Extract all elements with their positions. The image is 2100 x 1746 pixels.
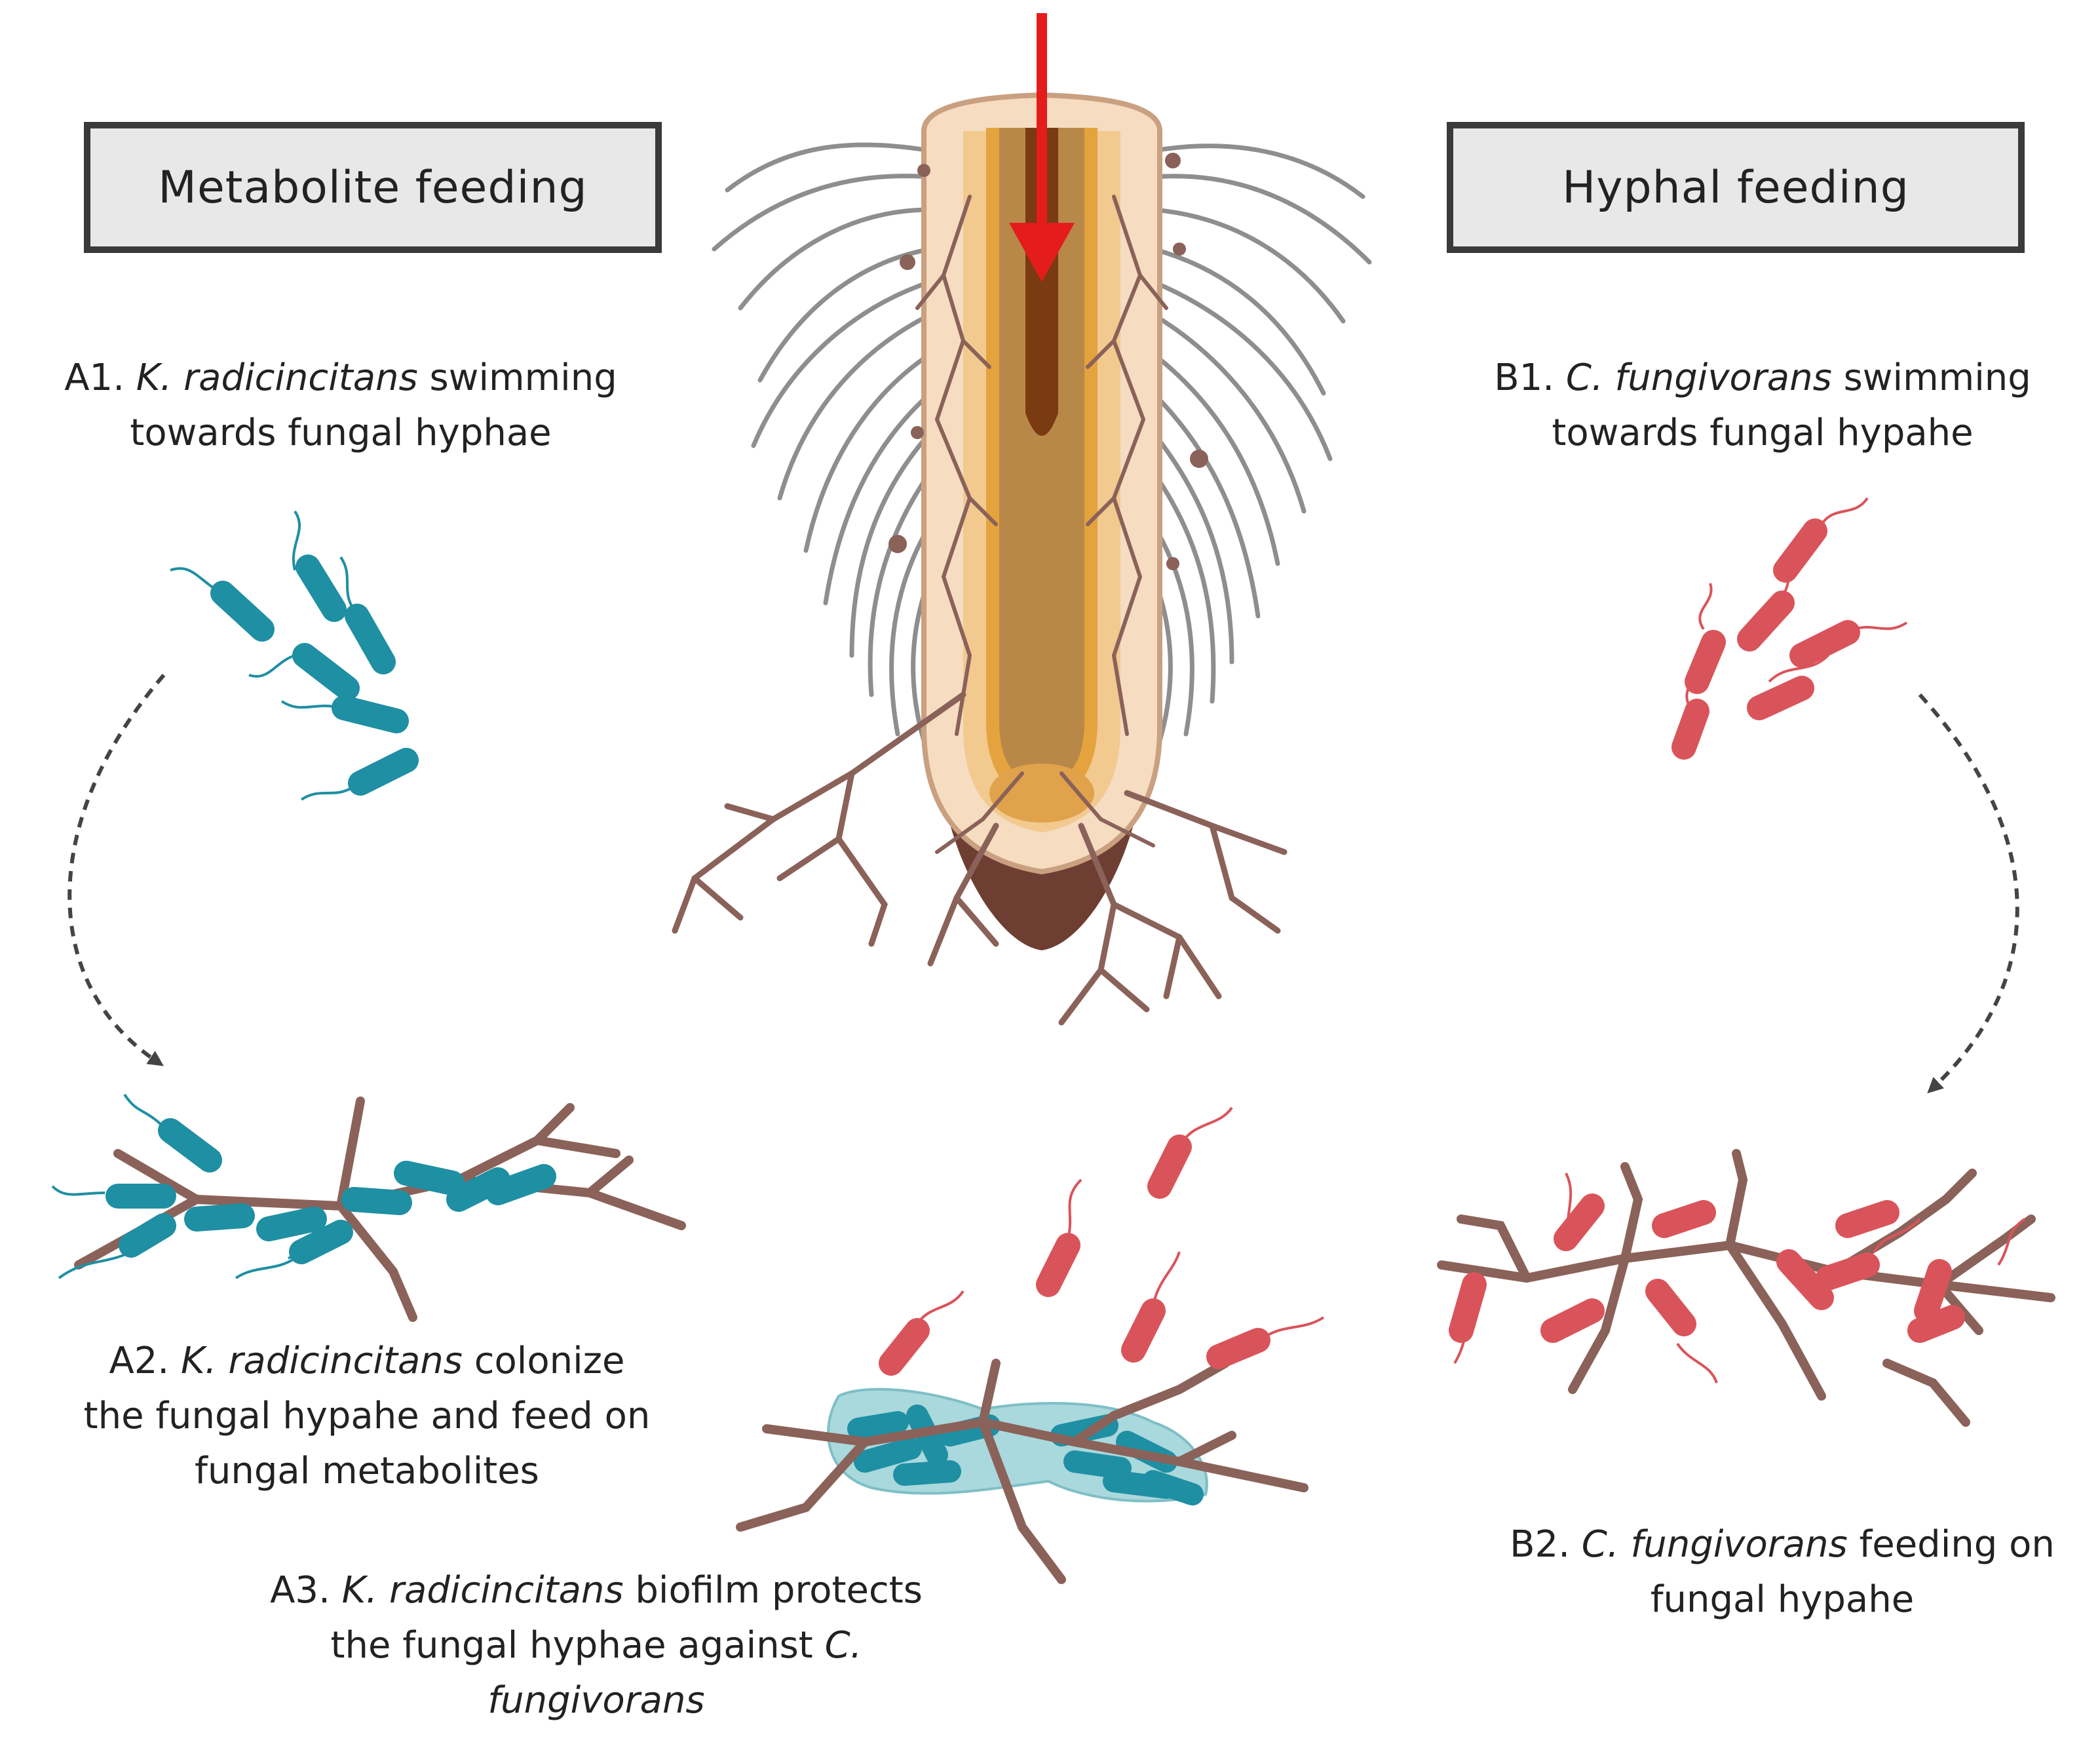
a3-biofilm-hyphae xyxy=(736,1106,1325,1584)
caption-b2: B2. C. fungivorans feeding on fungal hyp… xyxy=(1510,1523,2055,1621)
a2-colonized-hyphae xyxy=(51,1093,686,1322)
a1-swimming-bacteria xyxy=(170,510,419,801)
b1-swimming-bacteria xyxy=(1671,497,1908,760)
hyphal-feeding-label: Hyphal feeding xyxy=(1447,122,2025,253)
root-hyphae-below xyxy=(672,691,1288,1026)
b2-feeding-hyphae xyxy=(1437,1149,2055,1427)
caption-a3: A3. K. radicincitans biofilm protects th… xyxy=(270,1569,923,1722)
caption-a1: A1. K. radicincitans swimming towards fu… xyxy=(64,357,617,454)
root-surface-bacteria xyxy=(888,153,1208,570)
arrow-head-icon xyxy=(1009,223,1075,282)
b-transition-arrow xyxy=(1918,693,2019,1094)
root-stele xyxy=(999,128,1084,786)
metabolite-feeding-label: Metabolite feeding xyxy=(84,122,662,253)
root-fungal-network xyxy=(915,195,1168,854)
caption-a2: A2. K. radicincitans colonize the fungal… xyxy=(83,1340,651,1492)
a-transition-arrow xyxy=(67,674,166,1066)
plant-root xyxy=(672,13,1372,1026)
caption-b1: B1. C. fungivorans swimming towards fung… xyxy=(1494,357,2031,454)
